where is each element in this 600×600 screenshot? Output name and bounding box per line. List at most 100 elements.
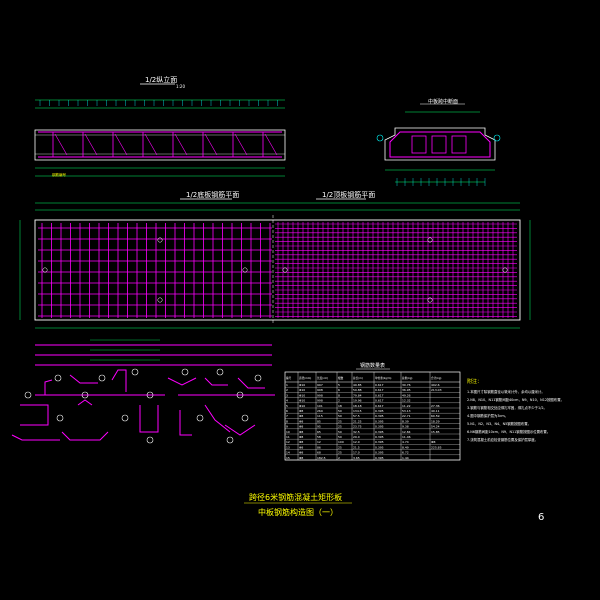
table-cell: 12.32 [402,399,411,403]
table-cell: 4.74 [402,440,409,444]
table-cell: 21.5 [353,445,360,449]
table-cell: Φ10 [299,393,305,397]
table-cell: 50 [338,435,342,439]
rebar-number-bubble [121,414,129,422]
table-cell: 40.11 [431,409,440,413]
bottom-rebar-grid [38,223,272,318]
table-cell: 17.0 [353,451,360,455]
table-cell: 100 [338,440,344,444]
table-cell: 25 [338,419,342,423]
table-cell: 25 [338,451,342,455]
table-cell: 12 [286,440,290,444]
table-cell: 21.25 [353,419,362,423]
table-cell: 32.5 [353,430,360,434]
grid-marker [242,267,248,273]
table-cell: Φ8: [431,440,436,444]
elevation-stirrup [45,131,54,158]
table-cell: 2 [338,399,340,403]
elevation-stirrup [255,131,264,158]
table-cell: 213.03 [431,388,442,392]
table-cell: 0.395 [375,445,384,449]
table-cell: 12.0 [353,440,360,444]
table-cell: 492.6 [431,383,440,387]
table-cell: 998 [317,388,323,392]
table-cell: Φ10 [299,388,305,392]
table-cell: 50 [338,409,342,413]
table-cell: 7 [286,414,288,418]
table-cell: Φ8 [299,414,303,418]
elevation-bent-bar [204,133,218,156]
table-cell: 57.5 [353,414,360,418]
note-line: 2.N8、N10、N11钢筋间距40cm，N9、N10、N12按图布置。 [467,397,564,402]
drawing-title-line1: 跨径6米钢筋混凝土矩形板 [249,492,342,502]
table-cell: 134.5 [353,409,362,413]
table-cell: 2 [338,456,340,460]
note-line: 6.N6钢筋间距10cm，N9、N11钢筋按图示位置布置。 [467,429,550,434]
table-title: 钢筋数量表 [360,362,385,369]
elevation-bent-bar [114,133,128,156]
elevation-bent-bar [54,133,68,156]
table-cell: Φ8 [299,440,303,444]
rebar-number-bubble [216,368,224,376]
table-cell: 27.36 [431,404,440,408]
table-cell: 95 [317,425,321,429]
elevation-bent-bar [234,133,248,156]
table-cell: 11.46 [402,435,411,439]
table-cell: 1 [286,383,288,387]
bottom-plan-title: 1/2底板钢筋平面 [186,190,239,199]
rebar-number-bubble [131,368,139,376]
table-cell: 225.85 [431,445,442,449]
table-cell: 0.395 [375,451,384,455]
table-cell: 13 [286,445,290,449]
drawing-title-line2: 中板钢筋构造图（一） [258,507,338,517]
rebar-number-bubble [146,436,154,444]
table-cell: 19.96 [353,399,362,403]
table-cell: 60.59 [431,414,440,418]
half-elevation-scale: 1:20 [176,84,185,89]
table-cell: 18.18 [353,404,362,408]
table-cell: 0.395 [375,456,384,460]
rebar-number-bubble [241,414,249,422]
grid-marker [157,237,163,243]
table-cell: 0.617 [375,388,384,392]
table-cell: Φ8 [299,456,303,460]
table-cell: 0.395 [375,414,384,418]
rebar-number-bubble [226,436,234,444]
table-cell: 0.395 [375,419,384,423]
table-cell: 23.75 [353,425,362,429]
notes-title: 附注： [467,378,482,385]
table-cell: 25 [338,425,342,429]
top-plan-title: 1/2顶板钢筋平面 [322,190,375,199]
table-cell: 0.617 [375,393,384,397]
rebar-shape-details [11,339,275,444]
table-cell: 54.24 [431,425,440,429]
table-cell: 998 [317,399,323,403]
grid-marker [427,297,433,303]
table-cell: 1.44 [402,456,409,460]
top-rebar-grid [42,222,517,318]
table-cell: 11.22 [402,404,411,408]
table-cell: 269 [317,409,323,413]
grid-marker [502,267,508,273]
table-cell: Φ8 [299,419,303,423]
note-line: 1.本图尺寸除钢筋直径以毫米计外，余均以厘米计。 [467,389,545,394]
table-cell: 6.72 [402,451,409,455]
table-cell: 6 [338,388,340,392]
grid-marker [427,237,433,243]
table-cell: 11 [286,435,290,439]
rebar-number-bubble [196,414,204,422]
table-cell: 15.85 [431,430,440,434]
table-cell: 18.29 [431,419,440,423]
table-cell: 0.395 [375,435,384,439]
rebar-number-bubble [181,368,189,376]
table-cell: 6 [286,409,288,413]
notes-block: 附注： 1.本图尺寸除钢筋直径以毫米计外，余均以厘米计。 2.N8、N10、N11… [467,378,564,442]
note-line: 7.浇筑混凝土前应检查钢筋位置及保护层厚度。 [467,437,538,442]
table-header-cell: 直径(mm) [299,376,311,380]
table-cell: 0.617 [375,383,384,387]
plan-views [19,202,531,329]
table-cell: 85 [317,419,321,423]
table-cell: 30.76 [402,383,411,387]
table-cell: 0.395 [375,425,384,429]
